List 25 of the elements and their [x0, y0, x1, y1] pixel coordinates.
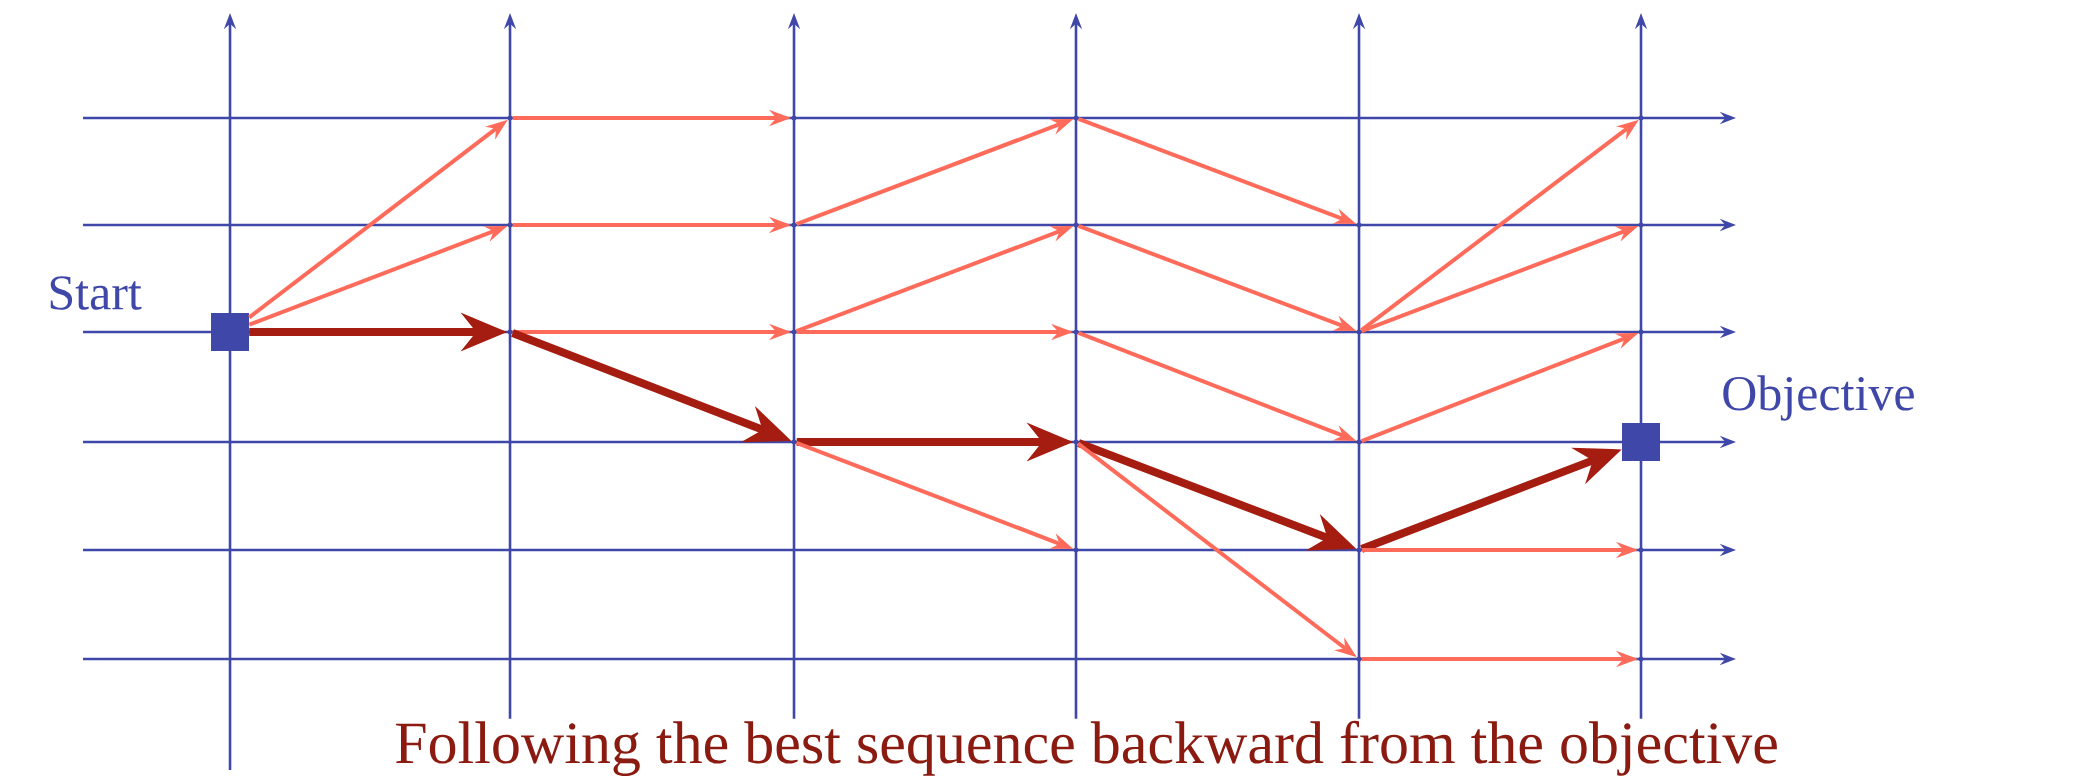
grid-point [791, 329, 797, 335]
grid-point [1638, 547, 1644, 553]
grid-point [1356, 222, 1362, 228]
grid-point [1638, 115, 1644, 121]
grid-point [1073, 547, 1079, 553]
grid-point [507, 115, 513, 121]
grid-point [1073, 115, 1079, 121]
grid-point [1638, 656, 1644, 662]
grid-point [1356, 439, 1362, 445]
grid-point [791, 439, 797, 445]
grid-point [791, 115, 797, 121]
grid-point [791, 222, 797, 228]
grid-point [507, 329, 513, 335]
grid-point [1638, 329, 1644, 335]
caption: Following the best sequence backward from the objective [392, 718, 1781, 778]
node-label: Objective [1723, 375, 1914, 421]
grid-point [1356, 656, 1362, 662]
grid-point [1638, 222, 1644, 228]
grid-point [1073, 439, 1079, 445]
grid-point [1073, 222, 1079, 228]
grid-point [1073, 329, 1079, 335]
grid-point [1356, 329, 1362, 335]
grid-point [1356, 547, 1362, 553]
grid-point [507, 222, 513, 228]
node-label: Start [50, 276, 142, 310]
